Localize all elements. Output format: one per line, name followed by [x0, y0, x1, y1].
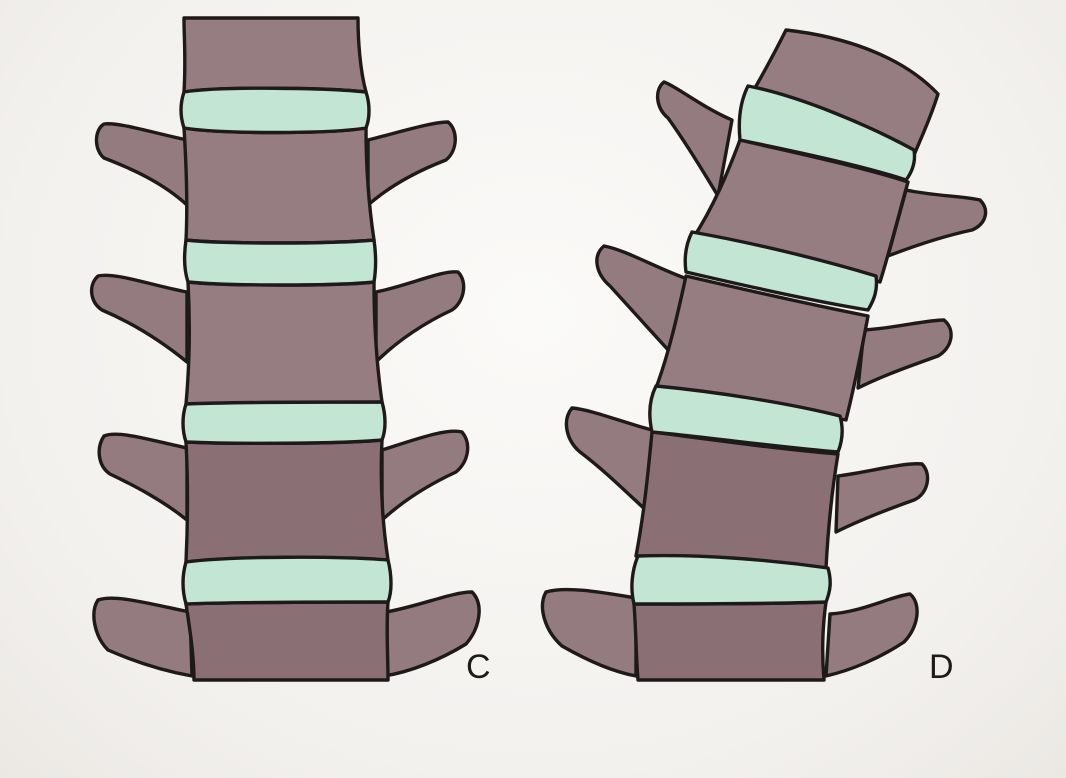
intervertebral-disc	[183, 402, 385, 443]
transverse-process	[92, 275, 187, 362]
spine-c	[92, 18, 480, 680]
intervertebral-disc	[185, 240, 376, 285]
transverse-process	[99, 434, 187, 520]
panel-label-c: C	[466, 650, 491, 684]
spine-d	[543, 30, 986, 680]
transverse-process	[94, 598, 192, 676]
transverse-process	[543, 590, 636, 676]
intervertebral-disc	[183, 557, 391, 604]
transverse-process	[97, 124, 188, 205]
transverse-process	[376, 272, 464, 362]
transverse-process	[658, 82, 732, 196]
transverse-process	[858, 320, 951, 388]
vertebral-body	[634, 602, 826, 680]
vertebral-body	[186, 602, 388, 680]
transverse-process	[382, 431, 468, 520]
transverse-process	[384, 592, 479, 676]
panel-label-d: D	[929, 650, 954, 684]
vertebral-body	[636, 432, 838, 568]
transverse-process	[836, 464, 928, 532]
vertebral-body	[186, 440, 388, 562]
transverse-process	[368, 122, 455, 205]
vertebral-body	[184, 128, 374, 243]
vertebral-body	[184, 18, 366, 92]
vertebral-body	[186, 282, 382, 404]
intervertebral-disc	[632, 556, 830, 604]
transverse-process	[826, 594, 917, 676]
intervertebral-disc	[181, 88, 369, 132]
